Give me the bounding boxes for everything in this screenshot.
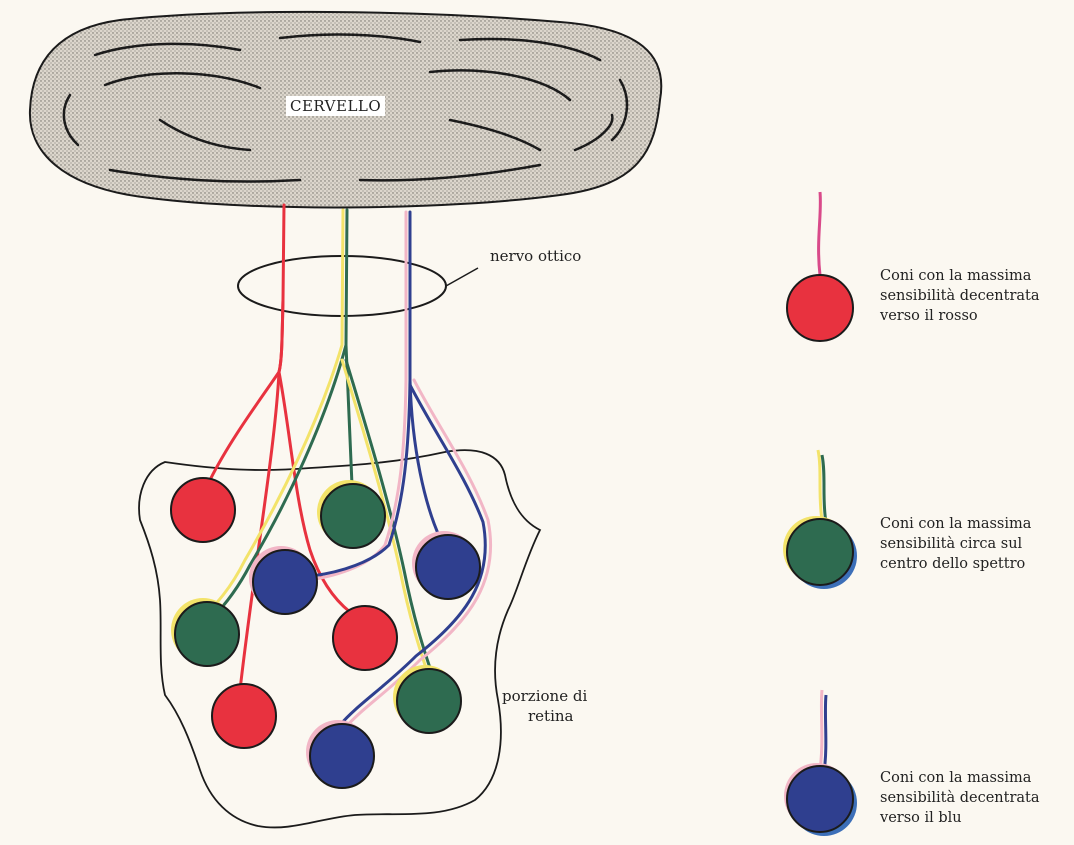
optic-nerve-pointer (446, 268, 478, 286)
legend-red-cone (787, 275, 853, 341)
retina-label-line1: porzione di (502, 686, 587, 706)
blue-cone (310, 724, 374, 788)
legend-blue-line3: verso il blu (880, 808, 1070, 828)
legend-red (787, 192, 853, 341)
legend-red-fibre (819, 192, 821, 275)
legend-green-text: Coni con la massima sensibilità circa su… (880, 514, 1070, 574)
legend-blue-fibre (824, 695, 826, 772)
red-cone (333, 606, 397, 670)
blue-cone (416, 535, 480, 599)
legend-red-line1: Coni con la massima (880, 266, 1070, 286)
legend-red-line3: verso il rosso (880, 306, 1070, 326)
green-cone (321, 484, 385, 548)
legend-green-line3: centro dello spettro (880, 554, 1070, 574)
legend-blue-cone (787, 766, 853, 832)
legend-green-fibre (822, 455, 826, 522)
legend-blue-line1: Coni con la massima (880, 768, 1070, 788)
optic-nerve-label: nervo ottico (490, 246, 581, 266)
brain-label: CERVELLO (286, 96, 385, 116)
green-cone (397, 669, 461, 733)
legend-blue-line2: sensibilità decentrata (880, 788, 1070, 808)
red-cone (212, 684, 276, 748)
blue-cone (253, 550, 317, 614)
blue-fibre-2 (410, 380, 440, 538)
legend-green-cone (787, 519, 853, 585)
legend-green (783, 450, 857, 589)
legend-blue-fibre-pink (820, 690, 822, 770)
legend-red-line2: sensibilità decentrata (880, 286, 1070, 306)
red-cone (171, 478, 235, 542)
legend-red-text: Coni con la massima sensibilità decentra… (880, 266, 1070, 326)
legend-green-line2: sensibilità circa sul (880, 534, 1070, 554)
green-cone (175, 602, 239, 666)
retina-label-line2: retina (528, 706, 573, 726)
legend-green-line1: Coni con la massima (880, 514, 1070, 534)
legend-blue (784, 690, 857, 836)
legend-blue-text: Coni con la massima sensibilità decentra… (880, 768, 1070, 828)
red-fibre-2 (240, 300, 283, 690)
